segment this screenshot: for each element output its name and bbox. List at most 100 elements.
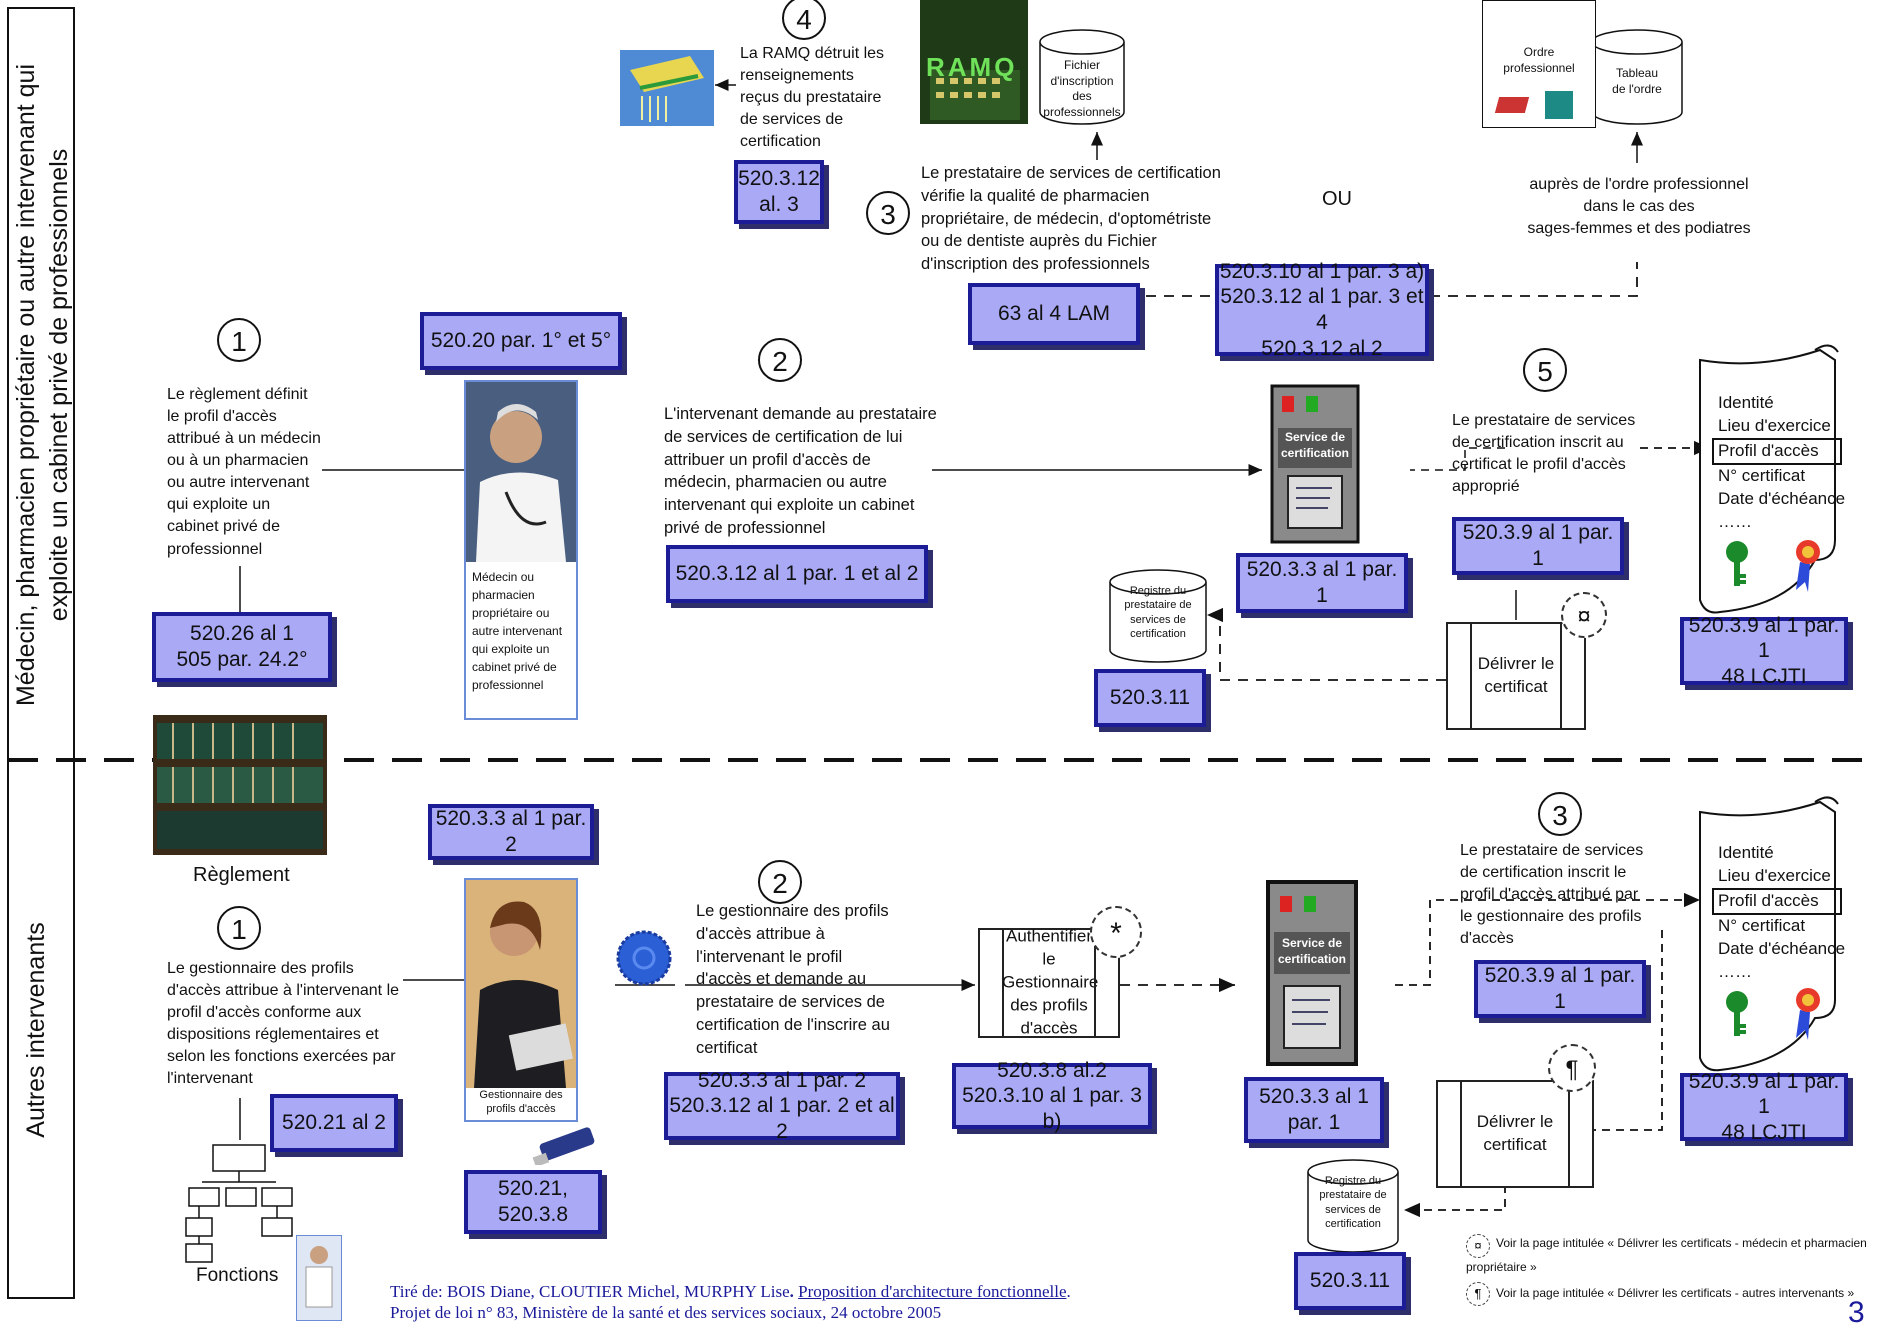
cert-bottom-line-profil: Profil d'accès bbox=[1712, 887, 1842, 915]
fichier-label: Fichier d'inscription des professionnels bbox=[1043, 58, 1121, 119]
award-ribbon-icon bbox=[1796, 540, 1820, 592]
ou-label: OU bbox=[1322, 188, 1352, 210]
cert-top-line-numero: N° certificat bbox=[1718, 465, 1806, 485]
server-top: Service de certification bbox=[1270, 384, 1360, 544]
certificate-bottom-fields: Identité Lieu d'exercice Profil d'accès … bbox=[1712, 842, 1846, 984]
step-4-text: La RAMQ détruit les renseignements reçus… bbox=[740, 45, 885, 151]
ref-step2-bottom: 520.3.3 al 1 par. 2 520.3.12 al 1 par. 2… bbox=[664, 1069, 900, 1143]
key-icon bbox=[1726, 541, 1748, 586]
step-2-bottom-number: 2 bbox=[758, 860, 802, 904]
manager-caption: Gestionnaire des profils d'accès bbox=[479, 1089, 563, 1116]
ref-520-3-9-bottom: 520.3.9 al 1 par. 1 bbox=[1474, 960, 1646, 1018]
ordre-professionnel-box: Ordre professionnel bbox=[1482, 0, 1596, 128]
citation-title-link[interactable]: Proposition d'architecture fonctionnelle bbox=[798, 1282, 1067, 1301]
ref-520-3-12-al3: 520.3.12 al. 3 bbox=[734, 160, 824, 224]
deliver-bottom-label: Délivrer le certificat bbox=[1476, 1112, 1554, 1154]
fonctions-label: Fonctions bbox=[196, 1265, 279, 1286]
books-image bbox=[153, 715, 327, 855]
cert-top-line-lieu: Lieu d'exercice bbox=[1718, 415, 1831, 435]
authenticate-marker: * bbox=[1090, 906, 1142, 958]
worker-thumbnail-image bbox=[296, 1235, 342, 1321]
ref-auth: 520.3.8 al.2 520.3.10 al 1 par. 3 b) bbox=[952, 1059, 1152, 1133]
doctor-caption: Médecin ou pharmacien propriétaire ou au… bbox=[472, 570, 563, 692]
certificate-bottom: Identité Lieu d'exercice Profil d'accès … bbox=[1700, 822, 1845, 1072]
ref-520-21-520-3-8: 520.21, 520.3.8 bbox=[464, 1170, 602, 1234]
legend-item-1-symbol: ¤ bbox=[1466, 1234, 1490, 1258]
step-3-number: 3 bbox=[866, 191, 910, 235]
ordre-text: auprès de l'ordre professionnel dans le … bbox=[1527, 176, 1751, 238]
cert-bottom-line-ellipsis: …… bbox=[1718, 961, 1752, 981]
fichier-cylinder-shape bbox=[1039, 29, 1125, 125]
deliver-certificate-bottom: Délivrer le certificat bbox=[1436, 1080, 1594, 1188]
registre-top-label: Registre du prestataire de services de c… bbox=[1124, 585, 1192, 640]
ref-520-3-9-top: 520.3.9 al 1 par. 1 bbox=[1452, 517, 1624, 575]
ref-520-3-12-top: 520.3.12 al 1 par. 1 et al 2 bbox=[666, 545, 928, 603]
cert-top-line-profil: Profil d'accès bbox=[1712, 437, 1842, 465]
legend-item-2-symbol: ¶ bbox=[1466, 1282, 1490, 1306]
award-ribbon-icon bbox=[1796, 988, 1820, 1040]
deliver-certificate-top: Délivrer le certificat bbox=[1446, 622, 1586, 730]
step-5-text: Le prestataire de services de certificat… bbox=[1452, 412, 1636, 496]
ref-server-bottom: 520.3.3 al 1 par. 1 bbox=[1244, 1077, 1384, 1143]
cert-bottom-line-echeance: Date d'échéance bbox=[1718, 938, 1846, 958]
authenticate-label: Authentifier le Gestionnaire des profils… bbox=[1002, 926, 1099, 1038]
ref-520-3-11-bottom: 520.3.11 bbox=[1294, 1252, 1406, 1310]
tableau-ordre-cylinder: Tableau de l'ordre bbox=[1592, 30, 1682, 124]
legend-item-1-text: Voir la page intitulée « Délivrer les ce… bbox=[1466, 1236, 1867, 1274]
digital-seal-icon bbox=[616, 930, 672, 986]
step-3-bottom-number: 3 bbox=[1538, 792, 1582, 836]
usb-key-icon bbox=[532, 1127, 595, 1165]
source-citation-line2: Projet de loi n° 83, Ministère de la san… bbox=[390, 1303, 942, 1322]
step-1-top-number: 1 bbox=[217, 318, 261, 362]
ref-520-3-3-par2-top: 520.3.3 al 1 par. 2 bbox=[428, 804, 594, 860]
step-1-bottom-text: Le gestionnaire des profils d'accès attr… bbox=[167, 960, 400, 1088]
ref-520-20: 520.20 par. 1° et 5° bbox=[420, 312, 622, 370]
deliver-bottom-marker: ¶ bbox=[1548, 1044, 1596, 1092]
step-3-text: Le prestataire de services de certificat… bbox=[921, 164, 1221, 274]
ref-63-al-4-lam: 63 al 4 LAM bbox=[968, 283, 1140, 345]
doctor-photo: Médecin ou pharmacien propriétaire ou au… bbox=[464, 380, 578, 720]
step-1-top-text: Le règlement définit le profil d'accès a… bbox=[167, 386, 321, 558]
cert-top-line-ellipsis: …… bbox=[1718, 511, 1752, 531]
step-3-bottom-text: Le prestataire de services de certificat… bbox=[1460, 842, 1644, 948]
server-bottom: Service de certification bbox=[1266, 880, 1358, 1066]
shredder-icon bbox=[620, 50, 714, 126]
step-1-bottom-number: 1 bbox=[217, 906, 261, 950]
certificate-top-fields: Identité Lieu d'exercice Profil d'accès … bbox=[1712, 392, 1846, 534]
registre-bottom-cylinder: Registre du prestataire de services de c… bbox=[1308, 1160, 1398, 1252]
deliver-top-label: Délivrer le certificat bbox=[1477, 654, 1555, 696]
ordre-label: Ordre professionnel bbox=[1503, 45, 1575, 75]
cert-bottom-line-lieu: Lieu d'exercice bbox=[1718, 865, 1831, 885]
tableau-label: Tableau de l'ordre bbox=[1612, 66, 1662, 96]
page-number: 3 bbox=[1848, 1296, 1865, 1329]
ref-cert-bottom: 520.3.9 al 1 par. 1 48 LCJTI bbox=[1680, 1070, 1848, 1144]
registre-bottom-cylinder-shape bbox=[1307, 1159, 1399, 1253]
legend-item-2: ¶Voir la page intitulée « Délivrer les c… bbox=[1466, 1282, 1876, 1306]
server-top-title: Service de certification bbox=[1280, 430, 1349, 460]
registre-top-cylinder-shape bbox=[1109, 569, 1207, 663]
citation-separator: . bbox=[789, 1282, 799, 1301]
cert-top-line-echeance: Date d'échéance bbox=[1718, 488, 1846, 508]
step-2-top-number: 2 bbox=[758, 338, 802, 382]
key-icon bbox=[1726, 991, 1748, 1036]
citation-authors: Tiré de: BOIS Diane, CLOUTIER Michel, MU… bbox=[390, 1282, 790, 1301]
ref-520-3-3-top: 520.3.3 al 1 par. 1 bbox=[1236, 553, 1408, 613]
ordre-logos-icon bbox=[1494, 91, 1577, 119]
certificate-top: Identité Lieu d'exercice Profil d'accès … bbox=[1700, 370, 1845, 610]
ref-cert-top: 520.3.9 al 1 par. 1 48 LCJTI bbox=[1680, 614, 1848, 688]
ramq-logo-text: RAMQ bbox=[926, 52, 1018, 82]
manager-image-icon bbox=[466, 880, 576, 1088]
deliver-top-marker: ¤ bbox=[1561, 592, 1607, 638]
source-citation: Tiré de: BOIS Diane, CLOUTIER Michel, MU… bbox=[390, 1282, 1071, 1302]
reglement-label: Règlement bbox=[193, 864, 290, 886]
legend-item-1: ¤Voir la page intitulée « Délivrer les c… bbox=[1466, 1234, 1876, 1276]
doctor-image-icon bbox=[466, 382, 576, 562]
ref-520-21-al2: 520.21 al 2 bbox=[270, 1094, 398, 1152]
lane-label-bottom: Autres intervenants bbox=[22, 922, 50, 1138]
step-4-number: 4 bbox=[782, 0, 826, 40]
fichier-inscription-cylinder: Fichier d'inscription des professionnels bbox=[1040, 30, 1124, 124]
registre-bottom-label: Registre du prestataire de services de c… bbox=[1319, 1175, 1387, 1230]
cert-bottom-line-numero: N° certificat bbox=[1718, 915, 1806, 935]
lane-label-top: Médecin, pharmacien propriétaire ou autr… bbox=[12, 63, 73, 707]
manager-photo: Gestionnaire des profils d'accès bbox=[464, 878, 578, 1122]
